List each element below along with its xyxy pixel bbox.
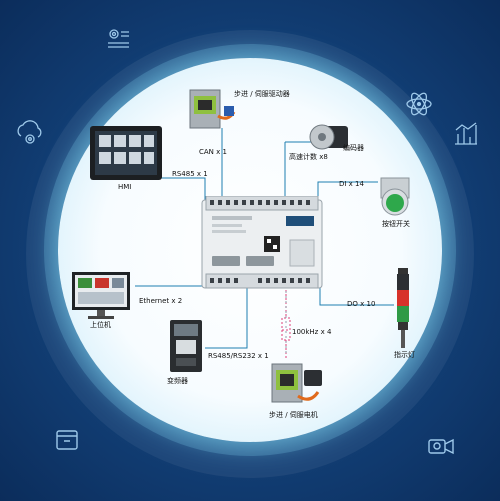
label-stepper-driver: 步进 / 伺服驱动器 bbox=[234, 90, 290, 98]
label-do: DO x 10 bbox=[347, 300, 376, 308]
encoder-device bbox=[309, 124, 348, 150]
controller-device bbox=[201, 196, 323, 289]
label-upper-computer: 上位机 bbox=[90, 321, 111, 329]
line-rs232 bbox=[205, 286, 248, 349]
label-ethernet: Ethernet x 2 bbox=[139, 297, 183, 305]
gear-list-icon bbox=[108, 29, 129, 48]
hmi-device bbox=[90, 126, 162, 180]
line-do bbox=[319, 286, 394, 306]
label-inverter: 变频器 bbox=[167, 377, 188, 385]
label-rs485: RS485 x 1 bbox=[172, 170, 208, 178]
label-rs485-rs232: RS485/RS232 x 1 bbox=[208, 352, 269, 360]
camera-icon bbox=[428, 438, 454, 455]
stepper-motor-device bbox=[271, 363, 322, 403]
line-di bbox=[317, 181, 378, 200]
inverter-device bbox=[170, 320, 202, 372]
button-switch-device bbox=[380, 177, 410, 216]
cloud-gear-icon bbox=[17, 120, 42, 144]
label-pulse: 100kHz x 4 bbox=[292, 328, 332, 336]
label-button-switch: 按钮开关 bbox=[382, 220, 410, 228]
indicator-light-device bbox=[397, 268, 409, 348]
label-high-speed-count: 高速计数 x8 bbox=[289, 153, 328, 161]
label-di: DI x 14 bbox=[339, 180, 364, 188]
label-encoder: 编码器 bbox=[343, 144, 364, 152]
atom-icon bbox=[406, 92, 432, 116]
line-rs485 bbox=[160, 177, 206, 200]
label-can: CAN x 1 bbox=[199, 148, 227, 156]
chart-icon bbox=[455, 122, 477, 145]
upper-computer-device bbox=[72, 272, 130, 319]
label-stepper-motor: 步进 / 伺服电机 bbox=[269, 411, 318, 419]
box-icon bbox=[56, 430, 78, 450]
label-indicator-light: 指示灯 bbox=[394, 351, 415, 359]
stepper-driver-device bbox=[189, 89, 236, 129]
label-hmi: HMI bbox=[118, 183, 132, 191]
